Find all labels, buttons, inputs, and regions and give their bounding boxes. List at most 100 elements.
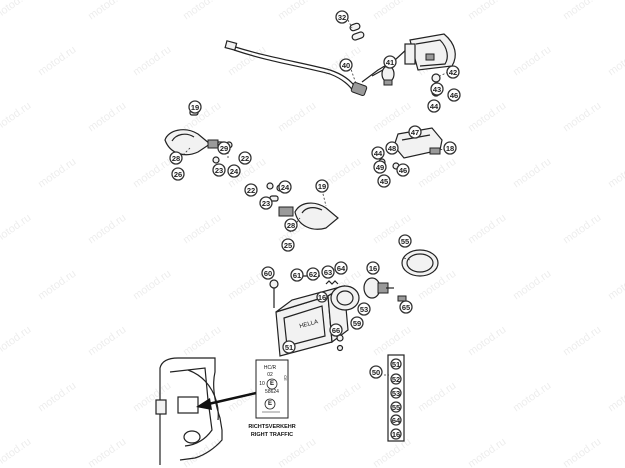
- callout-number: 41: [386, 58, 394, 67]
- callout-number: 60: [264, 269, 272, 278]
- watermark-text: motod.ru: [276, 436, 318, 468]
- callout-number: 47: [411, 128, 419, 137]
- watermark-text: motod.ru: [561, 212, 603, 247]
- callout-23: 23: [259, 196, 273, 210]
- callout-number: 26: [174, 170, 182, 179]
- callout-number: 52: [392, 375, 400, 384]
- spring-parts: [325, 280, 407, 352]
- watermark-text: motod.ru: [606, 268, 625, 303]
- watermark-text: motod.ru: [0, 212, 33, 247]
- watermark-text: motod.ru: [606, 44, 625, 79]
- callout-22: 22: [244, 183, 258, 197]
- tail-light: [404, 33, 456, 71]
- watermark-text: motod.ru: [371, 324, 413, 359]
- callout-42: 42: [446, 65, 460, 79]
- callout-number: 24: [230, 167, 239, 176]
- callout-number: 23: [262, 199, 270, 208]
- watermark-text: motod.ru: [0, 0, 33, 22]
- watermark-text: motod.ru: [466, 0, 508, 22]
- callout-28: 28: [169, 151, 183, 165]
- callout-23: 23: [212, 163, 226, 177]
- callout-18: 18: [443, 141, 457, 155]
- bulb-pair: [349, 22, 365, 41]
- watermark-text: motod.ru: [511, 156, 553, 191]
- watermark-text: motod.ru: [606, 380, 625, 415]
- callout-number: 53: [392, 389, 400, 398]
- callout-64: 64: [390, 414, 402, 426]
- callout-number: 61: [293, 271, 301, 280]
- callout-46: 46: [447, 88, 461, 102]
- callout-25: 25: [281, 238, 295, 252]
- callout-53: 53: [357, 302, 371, 316]
- watermark-text: motod.ru: [181, 324, 223, 359]
- label-e-mark: E: [270, 381, 274, 387]
- watermark-text: motod.ru: [131, 268, 173, 303]
- watermark-text: motod.ru: [511, 380, 553, 415]
- callout-number: 16: [392, 430, 400, 439]
- callout-number: 16: [318, 293, 326, 302]
- watermark-text: motod.ru: [36, 44, 78, 79]
- callout-number: 28: [172, 154, 180, 163]
- callout-51: 51: [390, 358, 402, 370]
- callout-19: 19: [188, 100, 202, 114]
- watermark-text: motod.ru: [0, 100, 33, 135]
- label-e-mark-2: E: [268, 401, 272, 407]
- watermark-text: motod.ru: [276, 0, 318, 22]
- callout-48: 48: [385, 141, 399, 155]
- watermark-text: motod.ru: [0, 324, 33, 359]
- callout-65: 65: [399, 300, 413, 314]
- callout-55: 55: [398, 234, 412, 248]
- callout-28: 28: [284, 218, 298, 232]
- callout-number: 32: [338, 13, 346, 22]
- callout-number: 22: [241, 154, 249, 163]
- label-mark-num: 10: [259, 381, 265, 387]
- watermark-text: motod.ru: [561, 436, 603, 468]
- callout-64: 64: [334, 261, 348, 275]
- watermark-text: motod.ru: [181, 212, 223, 247]
- traffic-label-de: RICHTSVERKEHR: [248, 424, 295, 430]
- callout-22: 22: [238, 151, 252, 165]
- headlight-bulb: [363, 277, 394, 299]
- callout-63: 63: [321, 265, 335, 279]
- callout-number: 51: [392, 360, 400, 369]
- kit-box: [387, 354, 405, 442]
- callout-number: 46: [399, 166, 407, 175]
- callout-24: 24: [227, 164, 241, 178]
- callout-number: 49: [376, 163, 384, 172]
- watermark-text: motod.ru: [36, 380, 78, 415]
- callout-number: 64: [337, 264, 346, 273]
- callout-number: 55: [401, 237, 409, 246]
- label-code: HC/R: [264, 365, 277, 371]
- traffic-label-en: RIGHT TRAFFIC: [251, 432, 293, 438]
- callout-52: 52: [390, 373, 402, 385]
- callout-26: 26: [171, 167, 185, 181]
- callout-number: 40: [342, 61, 350, 70]
- callout-number: 55: [392, 403, 400, 412]
- callout-number: 28: [287, 221, 295, 230]
- svg-text:HELLA: HELLA: [299, 319, 319, 330]
- bulb-clamp: [330, 285, 360, 311]
- callout-16: 16: [316, 291, 328, 303]
- callout-number: 19: [318, 182, 326, 191]
- callout-60: 60: [261, 266, 275, 280]
- pointer-arrow: [196, 391, 257, 410]
- callout-number: 44: [374, 149, 383, 158]
- callout-41: 41: [383, 55, 397, 69]
- callout-66: 66: [329, 323, 343, 337]
- approval-label-card: HC/R 02 10 E 58624 CE E: [255, 359, 289, 419]
- callout-number: 29: [220, 144, 228, 153]
- callout-number: 45: [380, 177, 388, 186]
- callout-44: 44: [371, 146, 385, 160]
- label-line2: 02: [267, 372, 273, 378]
- callout-32: 32: [335, 10, 349, 24]
- callout-number: 23: [215, 166, 223, 175]
- callout-53: 53: [390, 387, 402, 399]
- callout-47: 47: [408, 125, 422, 139]
- callout-61: 61: [290, 268, 304, 282]
- callout-number: 43: [433, 85, 441, 94]
- wiring-harness: [224, 40, 409, 97]
- callout-51: 51: [282, 340, 296, 354]
- watermark-text: motod.ru: [561, 0, 603, 22]
